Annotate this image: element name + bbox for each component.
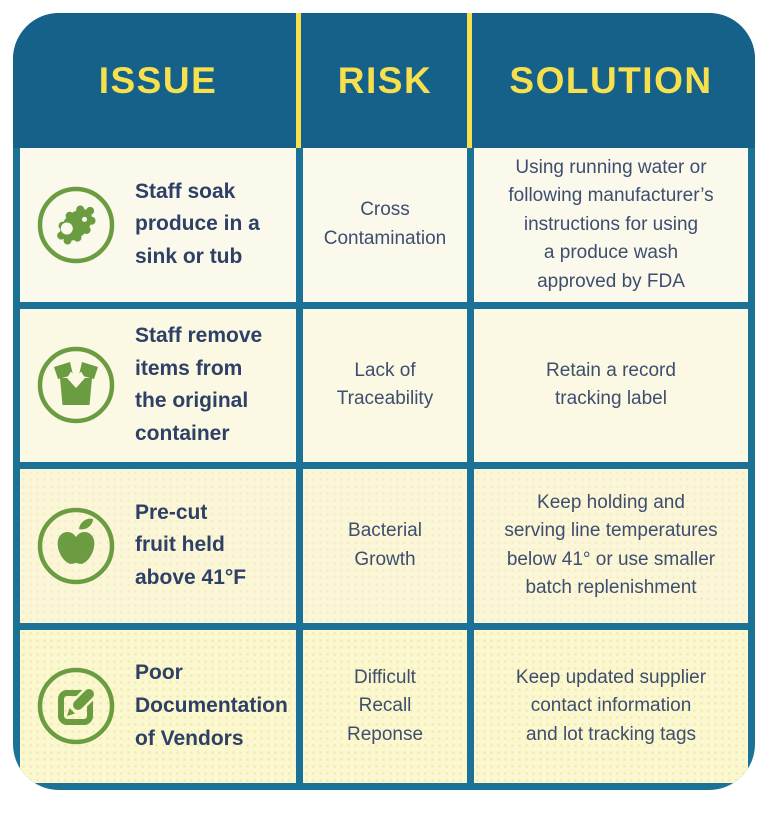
solution-text: Keep holding and serving line temperatur…: [504, 491, 718, 599]
solution-text: Using running water or following manufac…: [508, 156, 714, 292]
solution-text: Retain a record tracking label: [546, 359, 676, 410]
table-row-2-issue: Staff remove items from the original con…: [20, 308, 296, 462]
apple-icon: [36, 506, 116, 586]
table-row-3-risk: Bacterial Growth: [303, 469, 467, 623]
issue-text: Poor Documentation of Vendors: [135, 661, 288, 750]
risk-text: Lack of Traceability: [336, 359, 434, 410]
table-row-4-issue: Poor Documentation of Vendors: [20, 629, 296, 783]
header-divider-2: [467, 13, 472, 148]
header-solution: SOLUTION: [509, 59, 713, 101]
header-risk: RISK: [337, 59, 433, 101]
issue-text: Staff soak produce in a sink or tub: [135, 179, 260, 269]
open-box-icon: [36, 345, 116, 425]
solution-text: Keep updated supplier contact informatio…: [515, 666, 707, 745]
risk-text: Difficult Recall Reponse: [346, 666, 424, 745]
table-row-4-solution: Keep updated supplier contact informatio…: [474, 629, 748, 783]
table-row-1-risk: Cross Contamination: [303, 148, 467, 302]
table-row-2-solution: Retain a record tracking label: [474, 308, 748, 462]
table-row-3-solution: Keep holding and serving line temperatur…: [474, 469, 748, 623]
table-row-4-risk: Difficult Recall Reponse: [303, 629, 467, 783]
edit-pencil-icon: [36, 666, 116, 746]
header-divider-1: [296, 13, 301, 148]
table-row-1-solution: Using running water or following manufac…: [474, 148, 748, 302]
germ-icon: [36, 185, 116, 265]
table-row-3-issue: Pre-cut fruit held above 41°F: [20, 469, 296, 623]
table-header-row: ISSUE RISK SOLUTION: [13, 13, 755, 148]
header-issue: ISSUE: [98, 59, 218, 101]
risk-text: Bacterial Growth: [348, 520, 422, 570]
issue-text: Staff remove items from the original con…: [135, 324, 263, 445]
table-body: Staff soak produce in a sink or tub Cros…: [13, 148, 755, 790]
issue-text: Pre-cut fruit held above 41°F: [135, 500, 247, 590]
issue-risk-solution-table: ISSUE RISK SOLUTION: [13, 13, 755, 790]
table-row-1-issue: Staff soak produce in a sink or tub: [20, 148, 296, 302]
table-row-2-risk: Lack of Traceability: [303, 308, 467, 462]
risk-text: Cross Contamination: [323, 199, 447, 249]
